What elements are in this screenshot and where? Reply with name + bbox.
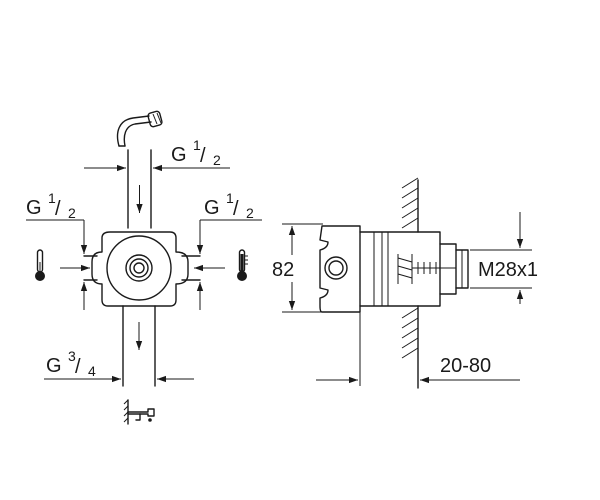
inlet-right-label: G 1 / 2 — [204, 190, 254, 221]
height-dimension: 82 — [272, 223, 323, 313]
hand-shower-icon — [116, 110, 163, 147]
wall-depth-label: 20-80 — [440, 355, 491, 377]
body-height-label: 82 — [272, 259, 294, 281]
svg-text:/: / — [200, 145, 206, 167]
svg-text:1: 1 — [48, 190, 56, 206]
depth-dimension: 20-80 — [316, 306, 520, 386]
svg-text:G: G — [46, 355, 62, 377]
svg-text:/: / — [233, 198, 239, 220]
outlet-top-label: G 1 / 2 — [171, 137, 221, 168]
inlet-left-pipe — [60, 225, 98, 310]
front-view: G 1 / 2 G 1 / 2 G 1 / 2 — [26, 110, 262, 425]
inlet-right-pipe — [181, 225, 225, 310]
thread-dimension: M28x1 — [470, 212, 538, 304]
svg-text:G: G — [26, 197, 42, 219]
cold-thermometer-icon — [35, 249, 45, 281]
outlet-bottom-pipe — [44, 305, 194, 387]
svg-text:2: 2 — [246, 205, 254, 221]
outlet-top-pipe — [84, 149, 230, 229]
svg-text:/: / — [75, 356, 81, 378]
side-body — [319, 225, 469, 313]
svg-text:G: G — [204, 197, 220, 219]
svg-text:G: G — [171, 144, 187, 166]
valve-body — [91, 231, 189, 307]
svg-text:4: 4 — [88, 363, 96, 379]
bath-spout-icon — [123, 399, 155, 425]
inlet-left-label: G 1 / 2 — [26, 190, 76, 221]
svg-text:1: 1 — [226, 190, 234, 206]
svg-text:2: 2 — [68, 205, 76, 221]
thread-size-label: M28x1 — [478, 259, 538, 281]
hot-thermometer-icon — [237, 249, 248, 281]
svg-text:/: / — [55, 198, 61, 220]
svg-text:1: 1 — [193, 137, 201, 153]
side-view: 82 — [272, 177, 538, 389]
wall-section — [401, 177, 419, 389]
outlet-bottom-label: G 3 / 4 — [46, 348, 96, 379]
svg-text:2: 2 — [213, 152, 221, 168]
svg-text:3: 3 — [68, 348, 76, 364]
